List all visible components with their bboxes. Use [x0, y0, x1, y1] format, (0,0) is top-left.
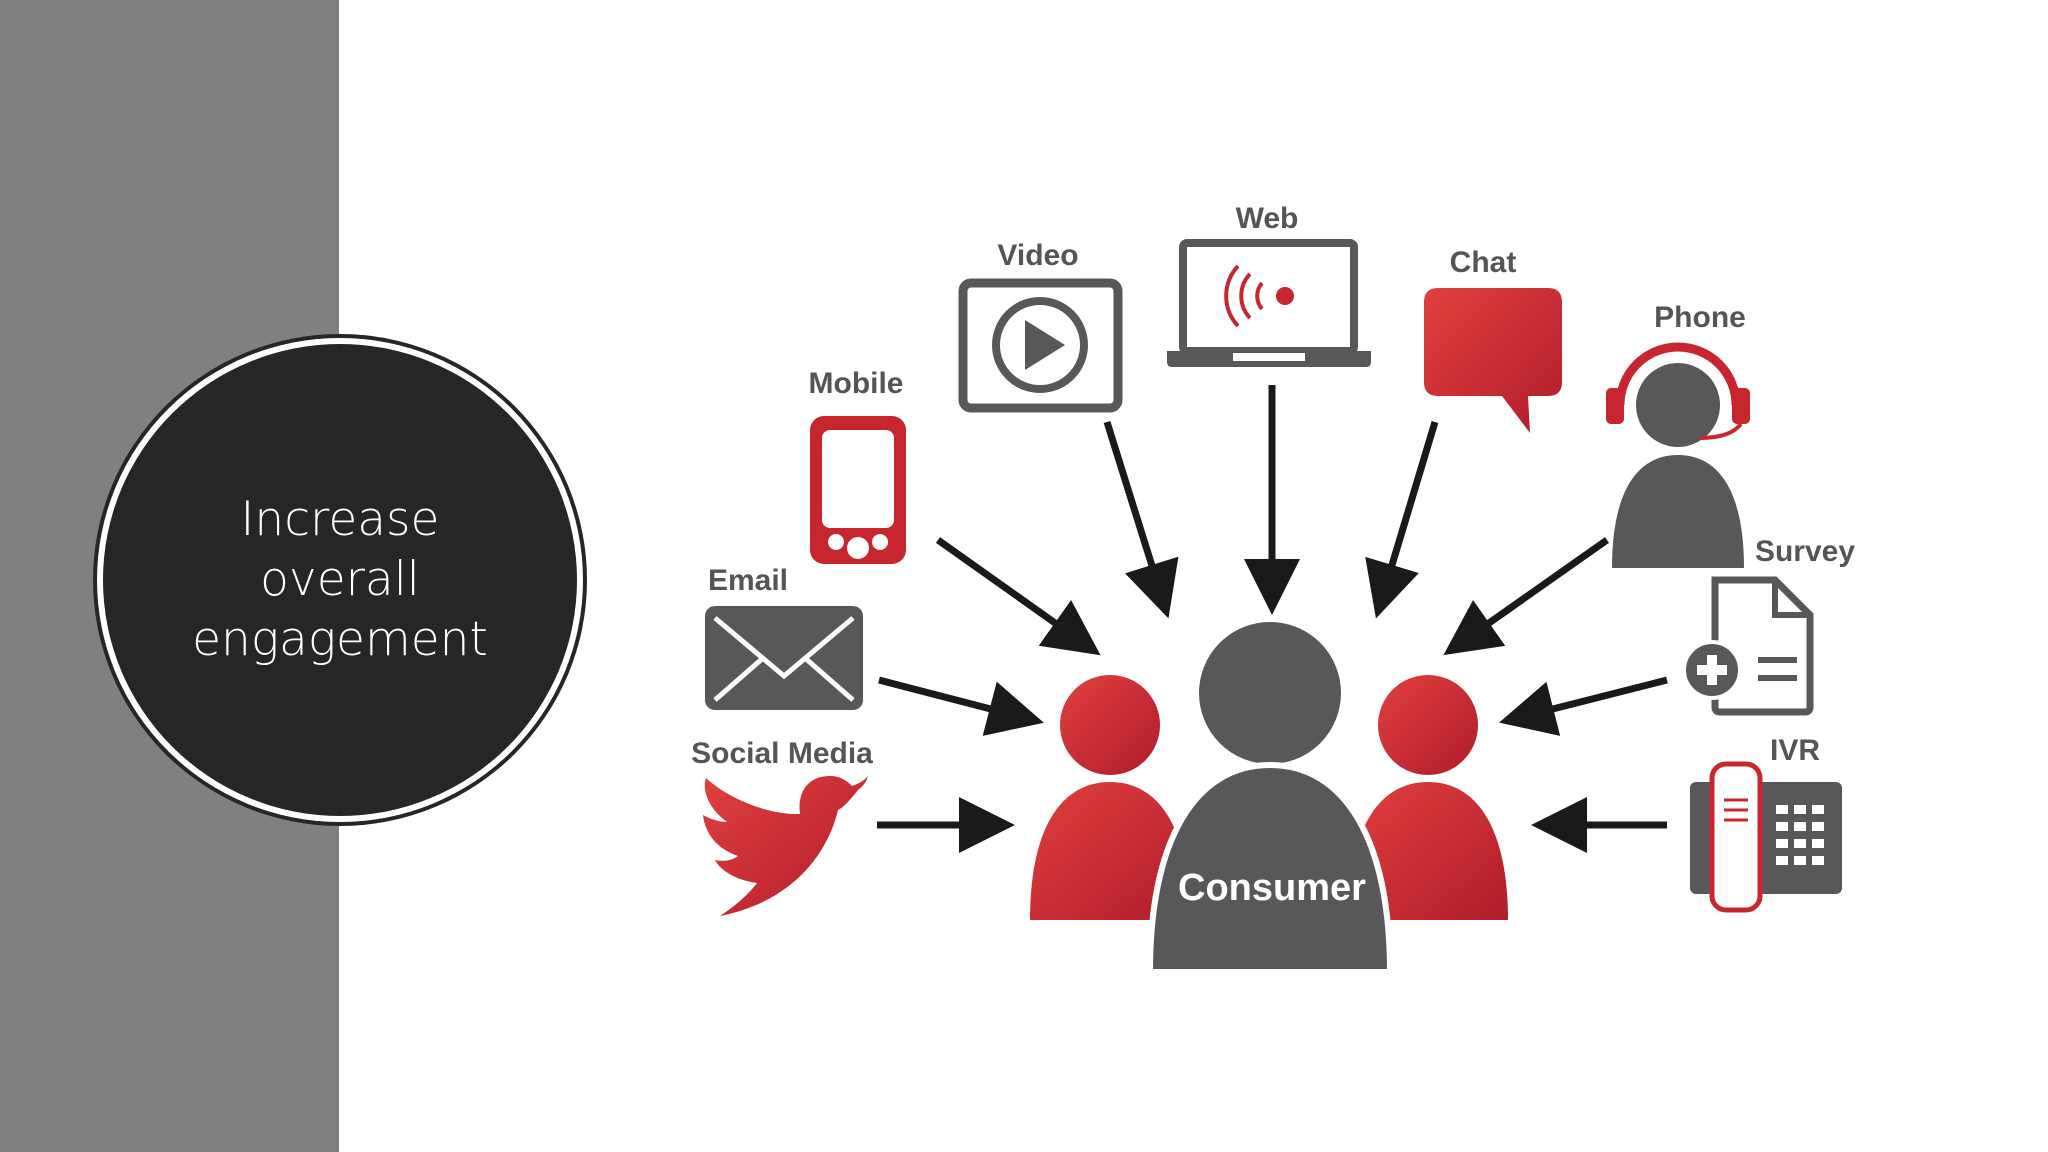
web-label: Web [1236, 202, 1299, 235]
chat-label: Chat [1450, 246, 1517, 279]
channel-chat: Chat [1424, 246, 1562, 433]
channel-phone: Phone [1606, 301, 1750, 568]
arrow-email [878, 676, 1044, 736]
mobile-phone-icon [810, 416, 906, 564]
video-label: Video [997, 239, 1078, 272]
play-video-icon [958, 278, 1123, 413]
right-person-icon [1348, 675, 1508, 920]
arrow-chat [1365, 420, 1439, 619]
survey-label: Survey [1755, 535, 1855, 568]
document-plus-icon [1682, 576, 1814, 716]
email-label: Email [708, 564, 788, 597]
consumer-group: Consumer [1030, 616, 1508, 975]
title-circle [97, 338, 583, 822]
arrow-mobile [935, 537, 1101, 656]
twitter-bird-icon [703, 776, 868, 916]
envelope-icon [705, 606, 863, 710]
phone-label: Phone [1654, 301, 1746, 334]
channel-social-media: Social Media [691, 737, 873, 916]
arrow-survey [1499, 676, 1668, 736]
left-person-icon [1030, 675, 1190, 920]
channel-video: Video [958, 239, 1123, 413]
channel-web: Web [1167, 202, 1371, 367]
desk-phone-icon [1690, 761, 1842, 913]
channel-survey: Survey [1682, 535, 1855, 716]
speech-bubble-icon [1424, 288, 1562, 433]
social-media-label: Social Media [691, 737, 873, 770]
channel-mobile: Mobile [809, 367, 906, 564]
arrow-phone [1443, 537, 1610, 656]
ivr-label: IVR [1770, 734, 1820, 767]
laptop-wifi-icon [1167, 239, 1371, 367]
channel-email: Email [705, 564, 863, 710]
mobile-label: Mobile [809, 367, 904, 400]
consumer-label: Consumer [1178, 867, 1366, 909]
consumer-person-icon [1146, 616, 1394, 975]
slide-title: Increase overall engagement [192, 492, 488, 667]
arrow-video [1103, 420, 1179, 619]
headset-agent-icon [1606, 342, 1750, 568]
arrows [877, 385, 1668, 853]
channel-ivr: IVR [1690, 734, 1842, 913]
